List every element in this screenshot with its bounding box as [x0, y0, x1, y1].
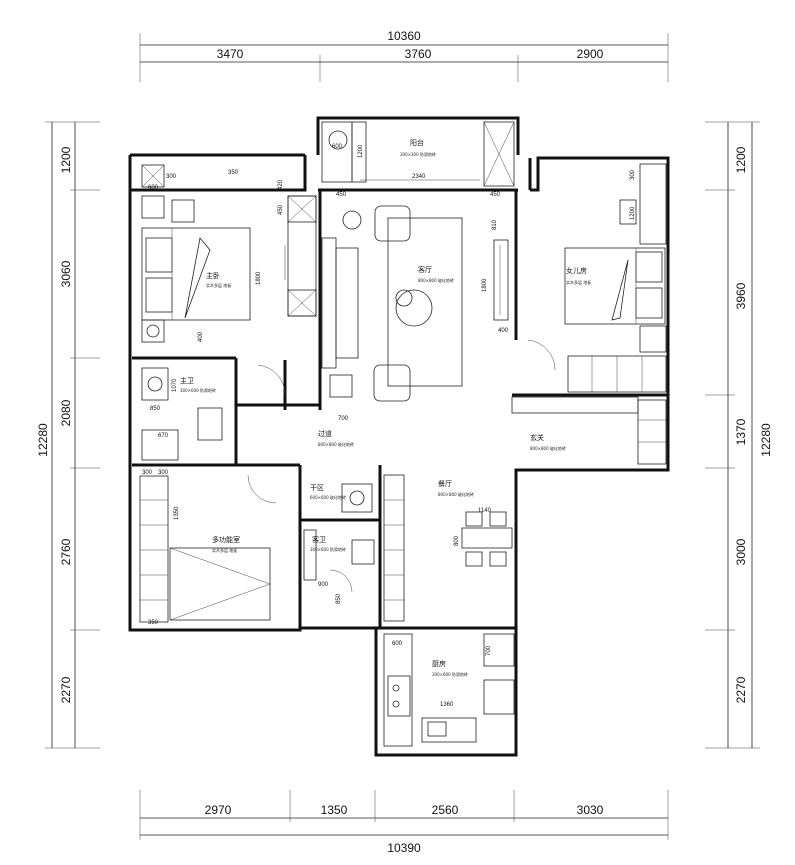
bath-dim-1070: 1070 [172, 378, 178, 392]
dining-room-sub: 800×800 玻化地砖 [438, 491, 474, 497]
kitchen-dim-1360: 1360 [440, 702, 454, 708]
daughter-dim-1200: 1200 [630, 206, 636, 220]
balcony-name: 阳台 [410, 138, 424, 147]
master-dim-350: 350 [228, 170, 239, 176]
top-dimension-3: 2900 [577, 47, 604, 61]
bottom-dimension-lines: 2970 1350 2560 3030 10390 [139, 790, 669, 855]
guest-dim-900: 900 [318, 582, 329, 588]
right-dimension-4: 3000 [734, 538, 748, 565]
bottom-dimension-4: 3030 [577, 803, 604, 817]
kitchen-dim-700: 700 [486, 645, 492, 656]
daughter-room-sub: 实木多层 地板 [566, 279, 591, 285]
dining-dim-800: 800 [454, 535, 460, 546]
bottom-dimension-3: 2560 [432, 803, 459, 817]
dry-area-sub: 600×600 玻化地砖 [310, 494, 346, 500]
balcony-dim-600: 600 [332, 144, 343, 150]
kitchen-dim-600: 600 [392, 641, 403, 647]
dining-room-name: 餐厅 [438, 479, 452, 488]
entrance-sub: 800×800 玻化地砖 [530, 445, 566, 451]
left-dimension-2: 3060 [59, 260, 73, 287]
master-dim-400: 400 [198, 331, 204, 342]
multi-dim-300a: 300 [142, 470, 153, 476]
guest-dim-850: 850 [336, 593, 342, 604]
left-dimension-4: 2760 [59, 538, 73, 565]
top-dimension-1: 3470 [217, 47, 244, 61]
corridor-sub: 800×800 玻化地砖 [318, 441, 354, 447]
top-dimension-lines: 10360 3470 3760 2900 [139, 29, 669, 82]
living-room-name: 客厅 [418, 265, 432, 274]
guest-bath-sub: 300×600 防滑地砖 [310, 546, 346, 552]
dry-area-name: 干区 [310, 484, 324, 492]
bottom-dimension-1: 2970 [205, 803, 232, 817]
master-bedroom-sub: 实木多层 地板 [206, 282, 231, 288]
right-dimension-1: 1200 [734, 146, 748, 173]
daughter-dim-300: 300 [630, 169, 636, 180]
right-total-dimension: 12280 [759, 423, 773, 457]
multi-dim-300b: 300 [158, 470, 169, 476]
right-dimension-3: 1370 [734, 418, 748, 445]
left-dimension-1: 1200 [59, 146, 73, 173]
bath-dim-670: 670 [158, 433, 169, 439]
bath-dim-850: 850 [150, 406, 161, 412]
master-bedroom-area: 主卧 实木多层 地板 600 300 1800 450 400 350 420 [141, 164, 317, 343]
kitchen-sub: 300×600 防滑地砖 [432, 671, 468, 677]
bottom-total-dimension: 10390 [387, 841, 421, 855]
right-dimension-5: 2270 [734, 676, 748, 703]
master-dim-450: 450 [278, 204, 284, 215]
daughter-room-area: 女儿房 实木多层 地板 1200 300 [511, 163, 667, 465]
master-bed [141, 227, 251, 321]
right-dimension-lines: 1200 3960 1370 3000 2270 12280 [705, 121, 773, 749]
multi-dim-350: 350 [148, 620, 159, 626]
living-room-area: 客厅 800×800 玻化地砖 1800 810 400 450 700 [321, 192, 509, 422]
balcony-dim-1200: 1200 [358, 144, 364, 158]
living-dim-700: 700 [338, 416, 349, 422]
living-dim-1800: 1800 [482, 278, 488, 292]
right-dimension-2: 3960 [734, 282, 748, 309]
master-dim-420: 420 [278, 179, 284, 190]
kitchen-name: 厨房 [432, 659, 446, 668]
master-bath-sub: 300×600 防滑地砖 [180, 387, 216, 393]
multi-room-area: 多功能室 实木多层 地板 300 300 1350 350 [139, 470, 277, 626]
master-bedroom-name: 主卧 [206, 271, 220, 280]
left-dimension-lines: 1200 3060 2080 2760 2270 12280 [36, 121, 100, 749]
exterior-walls [128, 116, 670, 757]
left-dimension-5: 2270 [59, 676, 73, 703]
living-dim-400: 400 [498, 328, 509, 334]
dining-dim-1140: 1140 [478, 508, 492, 514]
dry-area-guest-bath: 干区 600×600 玻化地砖 客卫 300×600 防滑地砖 900 850 [303, 483, 375, 604]
bottom-dimension-2: 1350 [321, 803, 348, 817]
kitchen-area: 厨房 300×600 防滑地砖 600 700 1360 [383, 633, 515, 747]
living-dim-810: 810 [492, 219, 498, 230]
daughter-room-name: 女儿房 [566, 266, 587, 275]
left-total-dimension: 12280 [36, 423, 50, 457]
master-dim-600: 600 [148, 185, 159, 191]
master-dim-300: 300 [166, 174, 177, 180]
left-dimension-3: 2080 [59, 399, 73, 426]
living-dim-450: 450 [336, 192, 347, 198]
dining-room-area: 餐厅 800×800 玻化地砖 1140 800 [383, 474, 513, 622]
guest-bath-name: 客卫 [312, 535, 326, 544]
entrance-name: 玄关 [530, 433, 544, 442]
top-total-dimension: 10360 [387, 29, 421, 43]
master-bath-area: 主卫 300×600 防滑地砖 850 1070 670 [141, 367, 223, 461]
multi-dim-1350: 1350 [174, 506, 180, 520]
living-room-sub: 800×800 玻化地砖 [418, 277, 454, 283]
balcony-area: 阳台 300×300 防滑地砖 2340 1200 600 450 [321, 121, 515, 198]
master-bath-name: 主卫 [180, 376, 194, 385]
top-dimension-2: 3760 [405, 47, 432, 61]
interior-walls [132, 190, 668, 630]
balcony-sub: 300×300 防滑地砖 [400, 151, 436, 157]
multi-room-sub: 实木多层 地板 [212, 547, 237, 553]
balcony-dim-2340: 2340 [412, 174, 426, 180]
balcony-dim-450: 450 [490, 192, 501, 198]
daughter-bed [564, 247, 666, 325]
master-dim-1800: 1800 [256, 271, 262, 285]
multi-room-name: 多功能室 [212, 535, 240, 544]
corridor-name: 过道 [318, 429, 332, 438]
corridor-entrance-area: 过道 800×800 玻化地砖 玄关 800×800 玻化地砖 [257, 339, 566, 451]
